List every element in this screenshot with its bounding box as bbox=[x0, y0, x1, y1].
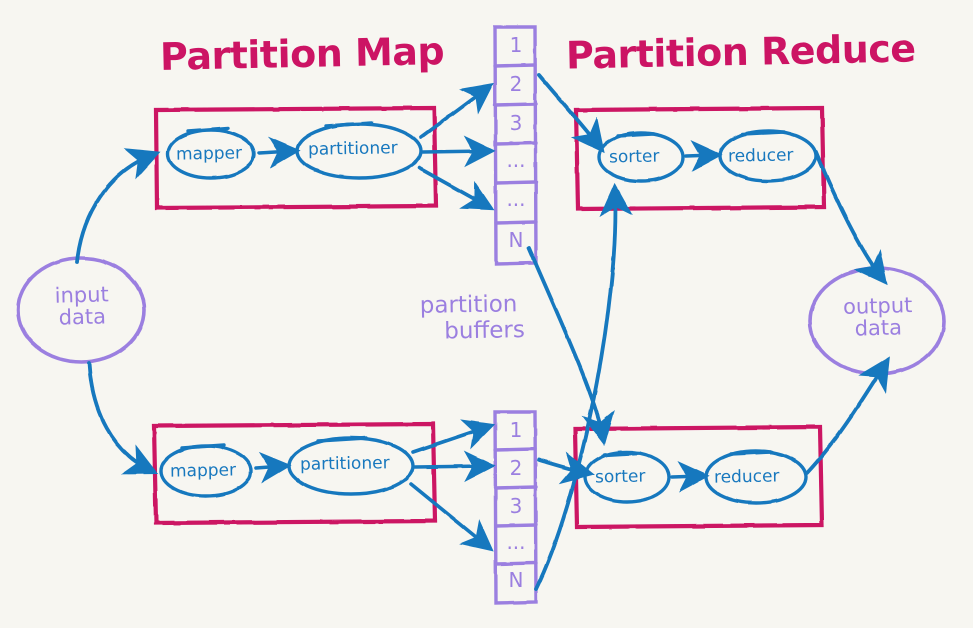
label-sorter-top: sorter bbox=[608, 146, 660, 168]
arrow-mapper-to-partitioner-top bbox=[257, 136, 301, 169]
label-sorter-bottom: sorter bbox=[594, 466, 646, 488]
title-partition-map: Partition Map bbox=[159, 29, 445, 79]
label-reducer-bottom: reducer bbox=[713, 466, 780, 488]
node-mapper-bottom[interactable] bbox=[159, 443, 253, 498]
title-partition-reduce: Partition Reduce bbox=[565, 26, 917, 78]
arrow-reduce-bottom-to-output bbox=[805, 356, 890, 475]
node-mapper-top[interactable] bbox=[166, 126, 256, 180]
label-reducer-top: reducer bbox=[727, 145, 794, 167]
label-mapper-bottom: mapper bbox=[169, 460, 237, 482]
buffer-bottom-cell-3[interactable]: 3 bbox=[509, 494, 523, 518]
partition-buffer-bottom[interactable] bbox=[493, 410, 538, 605]
buffer-top-cell-3[interactable]: 3 bbox=[509, 111, 523, 135]
label-partitioner-top: partitioner bbox=[307, 138, 398, 160]
arrow-partitioner-bottom-to-buffer-cell-dots bbox=[409, 482, 494, 552]
arrow-reduce-top-to-output bbox=[814, 150, 888, 286]
label-mapper-top: mapper bbox=[175, 143, 243, 165]
buffer-top-cell-4[interactable]: ... bbox=[506, 148, 526, 172]
node-sorter-top[interactable] bbox=[597, 131, 685, 183]
label-partitioner-bottom: partitioner bbox=[299, 453, 390, 475]
buffer-bottom-cell-4[interactable]: ... bbox=[506, 530, 526, 554]
map-stage-box-bottom bbox=[151, 421, 438, 526]
buffer-top-cell-1[interactable]: 1 bbox=[509, 33, 523, 57]
buffer-top-cell-2[interactable]: 2 bbox=[509, 72, 523, 96]
arrow-partitioner-bottom-to-buffer-cell-1 bbox=[411, 419, 496, 454]
arrow-buffer-top-N-to-reduce-bottom bbox=[527, 246, 615, 446]
reduce-stage-box-top bbox=[573, 105, 827, 212]
arrow-partitioner-bottom-to-buffer-cell-2 bbox=[413, 450, 496, 483]
arrow-mapper-to-partitioner-bottom bbox=[254, 451, 292, 484]
arrow-buffer-bottom-to-reduce-bottom bbox=[537, 451, 595, 485]
arrow-sorter-to-reducer-bottom bbox=[670, 460, 710, 493]
label-partition-buffers-line2: buffers bbox=[444, 317, 526, 345]
arrow-partitioner-top-to-buffer-cell-2 bbox=[419, 82, 494, 139]
arrow-buffer-top-to-reduce-top bbox=[537, 73, 605, 154]
buffer-bottom-cell-5[interactable]: N bbox=[508, 568, 524, 592]
buffer-bottom-cell-1[interactable]: 1 bbox=[509, 418, 523, 442]
label-output-data-line2: data bbox=[854, 315, 903, 341]
buffer-top-cell-6[interactable]: N bbox=[508, 228, 524, 252]
buffer-bottom-cell-2[interactable]: 2 bbox=[509, 456, 523, 480]
reduce-stage-box-bottom bbox=[572, 424, 825, 530]
arrow-partitioner-top-to-buffer-cell-dots2 bbox=[417, 166, 495, 211]
arrow-input-to-map-top bbox=[75, 148, 161, 264]
arrow-sorter-to-reducer-top bbox=[684, 139, 723, 172]
arrow-input-to-map-bottom bbox=[87, 361, 159, 475]
label-input-data-line2: data bbox=[58, 304, 107, 330]
buffer-top-cell-5[interactable]: ... bbox=[506, 187, 526, 211]
arrow-partitioner-top-to-buffer-cell-dots1 bbox=[421, 135, 496, 168]
label-partition-buffers-line1: partition bbox=[419, 291, 518, 319]
arrow-buffer-bottom-N-to-reduce-top bbox=[534, 182, 633, 591]
terminal-input-data[interactable] bbox=[16, 256, 146, 364]
